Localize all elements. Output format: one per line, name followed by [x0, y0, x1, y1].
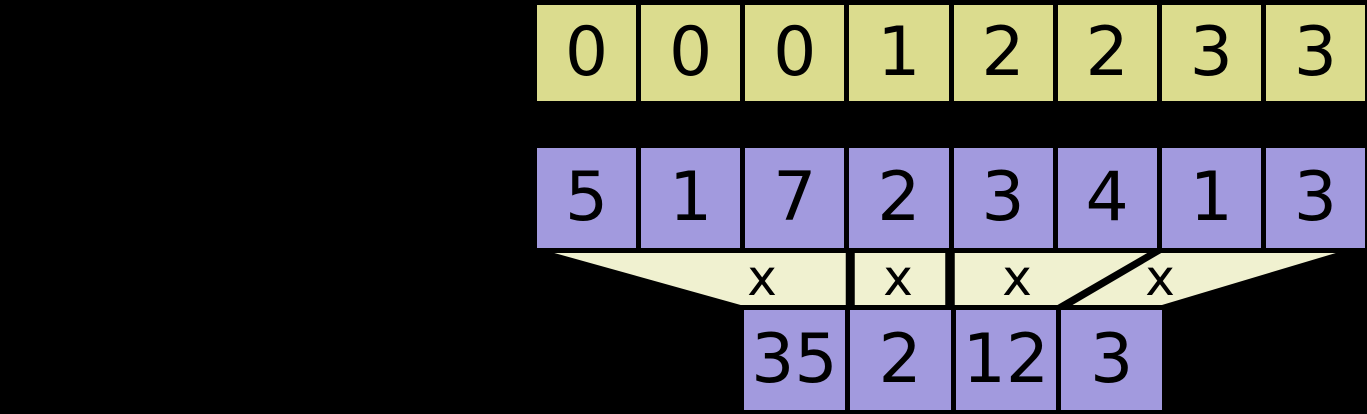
multiply-operator-1: x	[883, 249, 913, 307]
value-cell: 4	[1057, 148, 1157, 248]
result-cell: 12	[955, 310, 1057, 410]
value-cell: 1	[641, 148, 741, 248]
value-cell: 7	[745, 148, 845, 248]
segment-id-cell: 0	[537, 5, 637, 101]
value-cell: 5	[537, 148, 637, 248]
multiply-operator-2: x	[1002, 249, 1032, 307]
segment-id-cell: 1	[849, 5, 949, 101]
value-cell: 1	[1161, 148, 1261, 248]
segment-id-cell: 3	[1265, 5, 1365, 101]
funnel-segment-0	[536, 248, 851, 311]
result-cell: 2	[849, 310, 951, 410]
multiply-operator-3: x	[1145, 249, 1175, 307]
segment-id-cell: 0	[641, 5, 741, 101]
multiply-operator-0: x	[747, 249, 777, 307]
value-cell: 3	[953, 148, 1053, 248]
segment-id-cell: 0	[745, 5, 845, 101]
segment-id-cell: 3	[1161, 5, 1261, 101]
value-cell: 3	[1265, 148, 1365, 248]
segment-id-cell: 2	[1057, 5, 1157, 101]
segment-id-cell: 2	[953, 5, 1053, 101]
result-cell: 3	[1061, 310, 1162, 410]
result-cell: 35	[744, 310, 845, 410]
value-cell: 2	[849, 148, 949, 248]
